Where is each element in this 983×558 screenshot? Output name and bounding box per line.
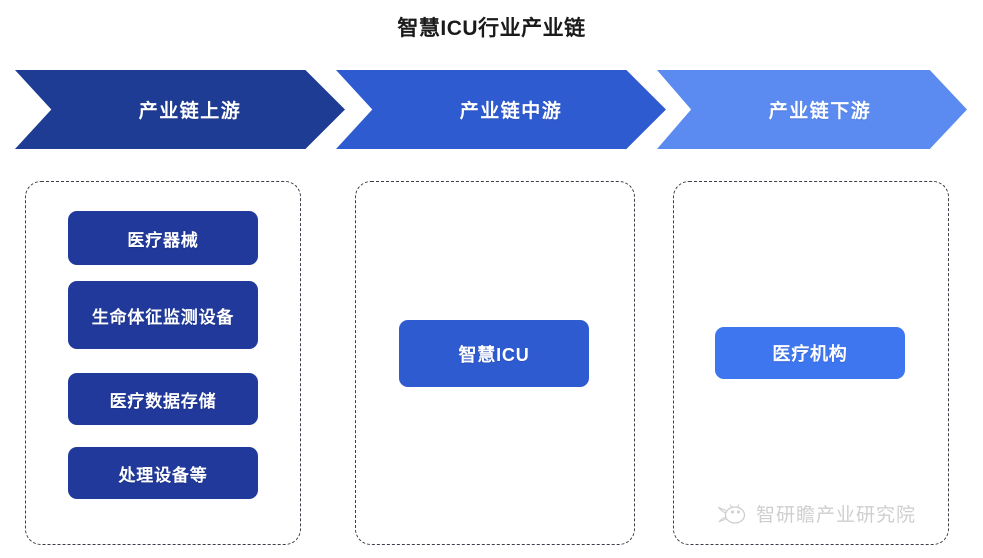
chain-stage-upstream[interactable]: 产业链上游: [15, 70, 345, 149]
node-medical-institutions[interactable]: 医疗机构: [715, 327, 905, 379]
node-medical-data-storage[interactable]: 医疗数据存储: [68, 373, 258, 425]
value-chain-banner: 产业链上游 产业链中游 产业链下游: [0, 70, 983, 149]
panel-downstream: [673, 181, 949, 545]
node-processing-equipment[interactable]: 处理设备等: [68, 447, 258, 499]
page-title: 智慧ICU行业产业链: [397, 17, 586, 40]
node-vital-signs-monitoring-equipment[interactable]: 生命体征监测设备: [68, 281, 258, 349]
panel-midstream: [355, 181, 635, 545]
chain-stage-midstream-label: 产业链中游: [459, 101, 563, 122]
node-medical-devices[interactable]: 医疗器械: [68, 211, 258, 265]
chain-stage-midstream[interactable]: 产业链中游: [336, 70, 666, 149]
panel-upstream: [25, 181, 301, 545]
chain-stage-upstream-label: 产业链上游: [138, 101, 242, 122]
chain-stage-downstream[interactable]: 产业链下游: [657, 70, 967, 149]
chain-stage-downstream-label: 产业链下游: [768, 101, 872, 122]
node-smart-icu[interactable]: 智慧ICU: [399, 320, 589, 387]
